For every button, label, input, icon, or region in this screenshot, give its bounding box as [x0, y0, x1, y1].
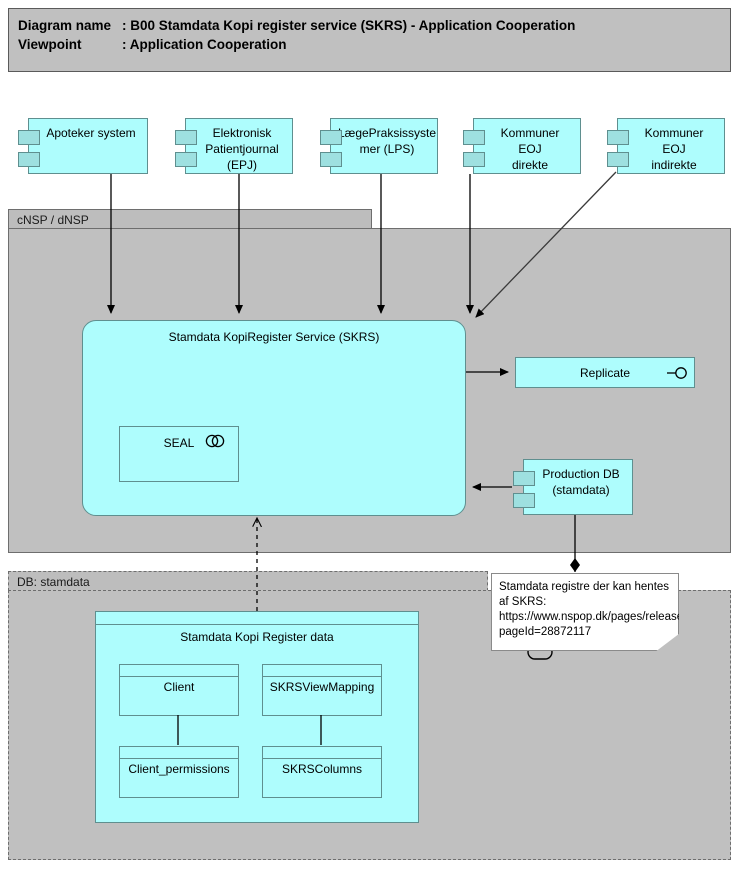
- component-elektronisk-patientjournal-label: Elektronisk Patientjournal (EPJ): [205, 126, 279, 172]
- note-stamdata-registre[interactable]: Stamdata registre der kan hentes af SKRS…: [491, 573, 679, 651]
- component-tab-lower-icon: [320, 152, 342, 167]
- data-object-header-bar: [120, 665, 238, 677]
- data-container-label: Stamdata Kopi Register data: [180, 630, 334, 644]
- element-seal-label: SEAL: [163, 436, 195, 450]
- component-tab-upper-icon: [175, 130, 197, 145]
- component-apoteker-system-label: Apoteker system: [46, 126, 136, 140]
- group-db-stamdata-label: DB: stamdata: [17, 575, 90, 589]
- component-tab-lower-icon: [175, 152, 197, 167]
- data-object-skrsviewmapping-label: SKRSViewMapping: [269, 680, 375, 694]
- element-replicate-label: Replicate: [579, 366, 631, 380]
- app-service-skrs-label: Stamdata KopiRegister Service (SKRS): [168, 330, 380, 344]
- diagram-name-line: Diagram name : B00 Stamdata Kopi register…: [18, 16, 730, 35]
- application-collaboration-icon: [205, 434, 227, 448]
- component-tab-upper-icon: [320, 130, 342, 145]
- component-tab-upper-icon: [607, 130, 629, 145]
- component-tab-lower-icon: [513, 493, 535, 508]
- note-stamdata-registre-text: Stamdata registre der kan hentes af SKRS…: [499, 581, 741, 638]
- diagram-title-banner: Diagram name : B00 Stamdata Kopi register…: [8, 8, 731, 72]
- viewpoint-value: : Application Cooperation: [122, 37, 287, 52]
- component-kommuner-eoj-direkte-label: Kommuner EOJ direkte: [500, 126, 560, 172]
- data-object-header-bar: [263, 747, 381, 759]
- component-tab-lower-icon: [18, 152, 40, 167]
- element-replicate[interactable]: Replicate: [515, 357, 695, 388]
- component-production-db-label: Production DB (stamdata): [542, 467, 620, 497]
- component-production-db[interactable]: Production DB (stamdata): [513, 459, 633, 515]
- group-db-stamdata-tab: DB: stamdata: [8, 571, 488, 591]
- component-laegepraksissystemer-lps[interactable]: LægePraksissyste mer (LPS): [320, 118, 438, 174]
- data-object-client-permissions-label: Client_permissions: [128, 762, 230, 776]
- component-kommuner-eoj-indirekte[interactable]: Kommuner EOJ indirekte: [607, 118, 725, 174]
- viewpoint-label: Viewpoint: [18, 37, 82, 52]
- diagram-name-label: Diagram name: [18, 18, 112, 33]
- data-object-header-bar: [263, 665, 381, 677]
- viewpoint-line: Viewpoint : Application Cooperation: [18, 35, 730, 54]
- component-apoteker-system[interactable]: Apoteker system: [18, 118, 148, 174]
- component-kommuner-eoj-direkte[interactable]: Kommuner EOJ direkte: [463, 118, 581, 174]
- data-object-skrscolumns-label: SKRSColumns: [281, 762, 363, 776]
- component-kommuner-eoj-indirekte-label: Kommuner EOJ indirekte: [644, 126, 704, 172]
- application-interface-icon: [666, 366, 690, 380]
- component-tab-upper-icon: [513, 471, 535, 486]
- group-cnsp-dnsp-label: cNSP / dNSP: [17, 213, 89, 227]
- component-laegepraksissystemer-lps-label: LægePraksissyste mer (LPS): [337, 126, 437, 156]
- data-object-client[interactable]: Client: [119, 664, 239, 716]
- data-object-client-permissions[interactable]: Client_permissions: [119, 746, 239, 798]
- data-container-header-bar: [96, 612, 418, 625]
- diagram-name-value: : B00 Stamdata Kopi register service (SK…: [122, 18, 576, 33]
- component-tab-lower-icon: [607, 152, 629, 167]
- component-tab-upper-icon: [463, 130, 485, 145]
- data-container-stamdata-kopi-register-data[interactable]: Stamdata Kopi Register data Client SKRSV…: [95, 611, 419, 823]
- component-elektronisk-patientjournal[interactable]: Elektronisk Patientjournal (EPJ): [175, 118, 293, 174]
- data-object-skrsviewmapping[interactable]: SKRSViewMapping: [262, 664, 382, 716]
- data-object-header-bar: [120, 747, 238, 759]
- data-object-skrscolumns[interactable]: SKRSColumns: [262, 746, 382, 798]
- data-object-client-label: Client: [163, 680, 195, 694]
- component-tab-upper-icon: [18, 130, 40, 145]
- app-service-skrs[interactable]: Stamdata KopiRegister Service (SKRS) SEA…: [82, 320, 553, 660]
- group-cnsp-dnsp-tab: cNSP / dNSP: [8, 209, 372, 229]
- element-seal[interactable]: SEAL: [119, 426, 239, 482]
- component-tab-lower-icon: [463, 152, 485, 167]
